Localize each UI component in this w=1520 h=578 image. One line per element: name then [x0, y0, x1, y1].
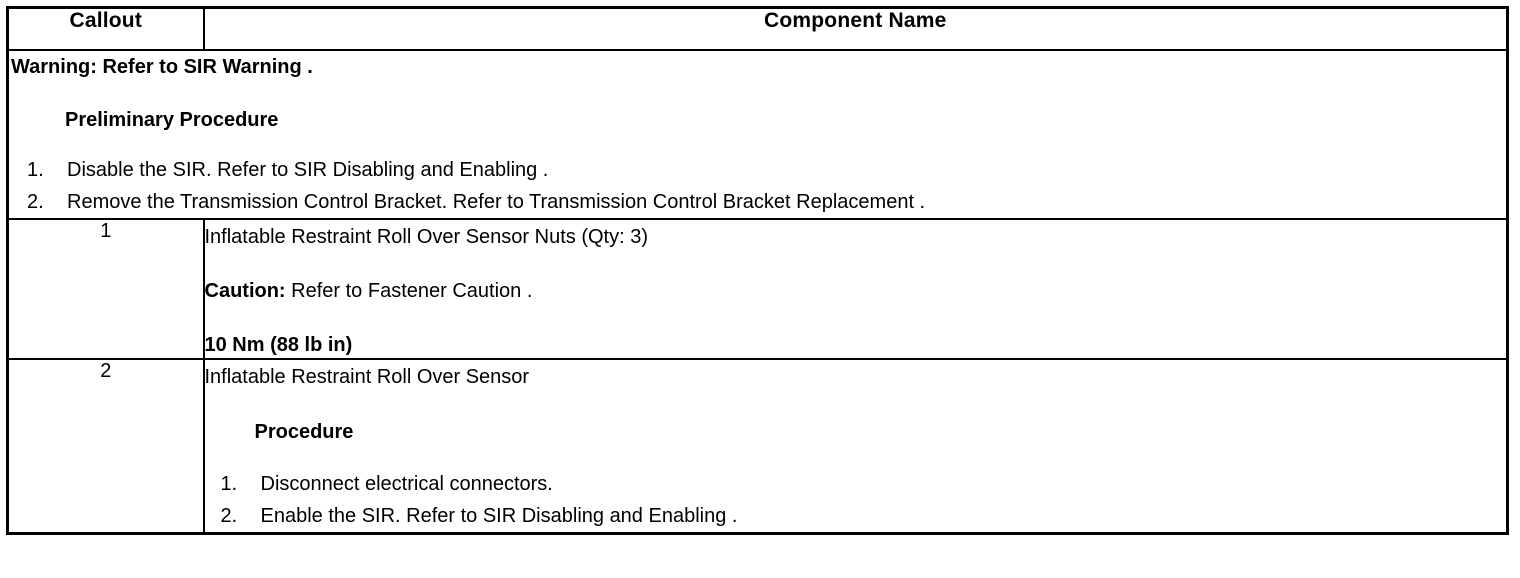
component-title: Inflatable Restraint Roll Over Sensor	[204, 366, 530, 389]
caution-label: Caution:	[204, 280, 286, 303]
list-item: 1. Disable the SIR. Refer to SIR Disablin…	[9, 155, 1506, 187]
column-header-component-name: Component Name	[202, 6, 1509, 51]
caution-text: Refer to Fastener Caution .	[285, 280, 533, 303]
table-header-row: Callout Component Name	[6, 6, 1509, 51]
component-description-1: Inflatable Restraint Roll Over Sensor Nu…	[202, 218, 1509, 361]
component-title: Inflatable Restraint Roll Over Sensor Nu…	[204, 226, 649, 249]
list-item-number: 2.	[220, 504, 238, 527]
list-item-number: 2.	[27, 190, 44, 213]
list-item-text: Disable the SIR. Refer to SIR Disabling …	[67, 159, 549, 181]
list-item: 2. Remove the Transmission Control Bracke…	[9, 187, 1506, 219]
callout-number-2: 2	[6, 358, 205, 535]
list-item-number: 1.	[220, 473, 238, 496]
preliminary-step-list: 1. Disable the SIR. Refer to SIR Disablin…	[9, 155, 1506, 218]
torque-spec: 10 Nm (88 lb in)	[204, 334, 353, 357]
list-item-text: Remove the Transmission Control Bracket.…	[67, 190, 926, 213]
list-item: 2. Enable the SIR. Refer to SIR Disabling…	[205, 501, 1507, 533]
warning-row: Warning: Refer to SIR Warning . Prelimin…	[6, 48, 1509, 221]
table-row: 1 Inflatable Restraint Roll Over Sensor …	[6, 218, 1509, 361]
list-item-number: 1.	[27, 159, 44, 181]
procedure-step-list: 1. Disconnect electrical connectors. 2. En…	[205, 469, 1507, 532]
warning-cell: Warning: Refer to SIR Warning . Prelimin…	[6, 48, 1509, 221]
table-row: 2 Inflatable Restraint Roll Over Sensor …	[6, 358, 1509, 535]
list-item: 1. Disconnect electrical connectors.	[205, 469, 1507, 501]
component-description-2: Inflatable Restraint Roll Over Sensor Pr…	[202, 358, 1509, 535]
warning-text: Warning: Refer to SIR Warning .	[11, 56, 313, 78]
service-procedure-table: Callout Component Name Warning: Refer to…	[6, 6, 1509, 536]
column-header-callout: Callout	[6, 6, 205, 51]
preliminary-procedure-heading: Preliminary Procedure	[65, 109, 279, 131]
procedure-heading: Procedure	[254, 421, 354, 444]
list-item-text: Enable the SIR. Refer to SIR Disabling a…	[260, 504, 738, 527]
callout-number-1: 1	[6, 218, 205, 361]
list-item-text: Disconnect electrical connectors.	[260, 473, 553, 496]
caution-note: Caution: Refer to Fastener Caution .	[205, 278, 1507, 304]
